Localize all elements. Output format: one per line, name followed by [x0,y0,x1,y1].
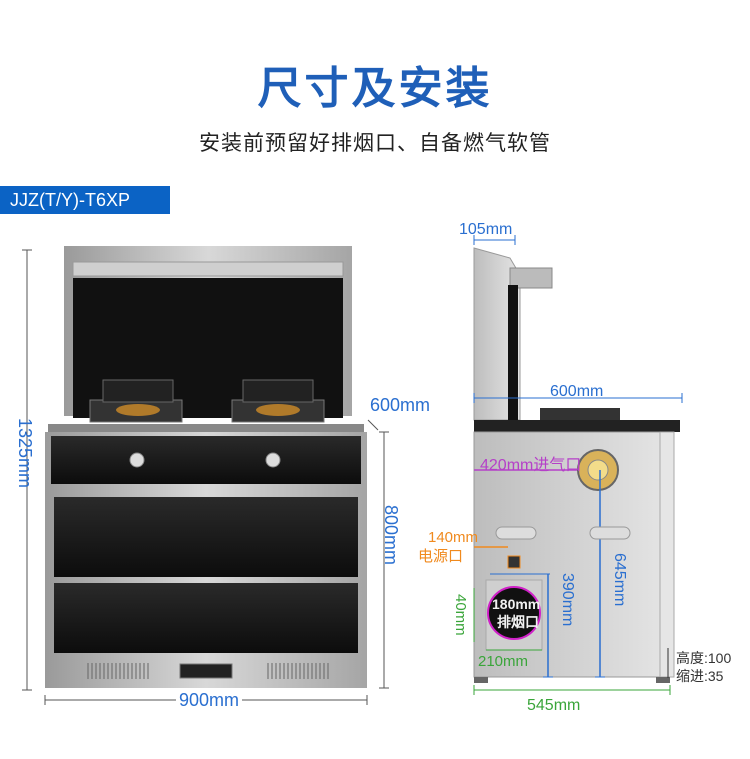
exhaust-180-label: 180mm [492,596,541,612]
power-port-label: 电源口 [418,548,464,565]
exhaust-port [487,586,541,640]
foot-height-label: 高度:100 [676,650,732,666]
knob-right [265,452,281,468]
top-vent [72,261,344,277]
top-depth-105-label: 105mm [459,221,513,238]
front-handle-slot [179,663,233,679]
model-tag: JJZ(T/Y)-T6XP [0,186,170,214]
depth-600-label: 600mm [370,395,431,415]
width-900-label: 900mm [176,690,243,711]
page-subtitle: 安装前预留好排烟口、自备燃气软管 [199,131,551,155]
counter-depth-600-label: 600mm [550,383,604,400]
burner-left [89,379,183,423]
height-1325-label: 1325mm [15,418,35,489]
front-view [22,246,389,705]
height-40-label: 40mm [452,594,469,636]
drawer-upper [54,497,358,577]
bottom-vents [87,663,329,679]
width-210-label: 210mm [478,653,529,670]
height-390-label: 390mm [559,573,576,627]
gas-inlet-420-label: 420mm进气口 [480,457,582,474]
side-view [473,235,683,695]
power-140-label: 140mm [428,529,479,546]
foot-recess-label: 缩进:35 [676,668,724,684]
base-width-545-label: 545mm [527,697,581,714]
height-800-label: 800mm [381,505,401,566]
height-645-label: 645mm [611,553,628,607]
drawer-lower [54,583,358,653]
hood-tip [509,267,553,289]
page-title: 尺寸及安装 [257,63,493,114]
exhaust-port-label: 排烟口 [497,614,539,630]
burner-right [231,379,325,423]
knob-left [129,452,145,468]
power-port [507,555,521,569]
